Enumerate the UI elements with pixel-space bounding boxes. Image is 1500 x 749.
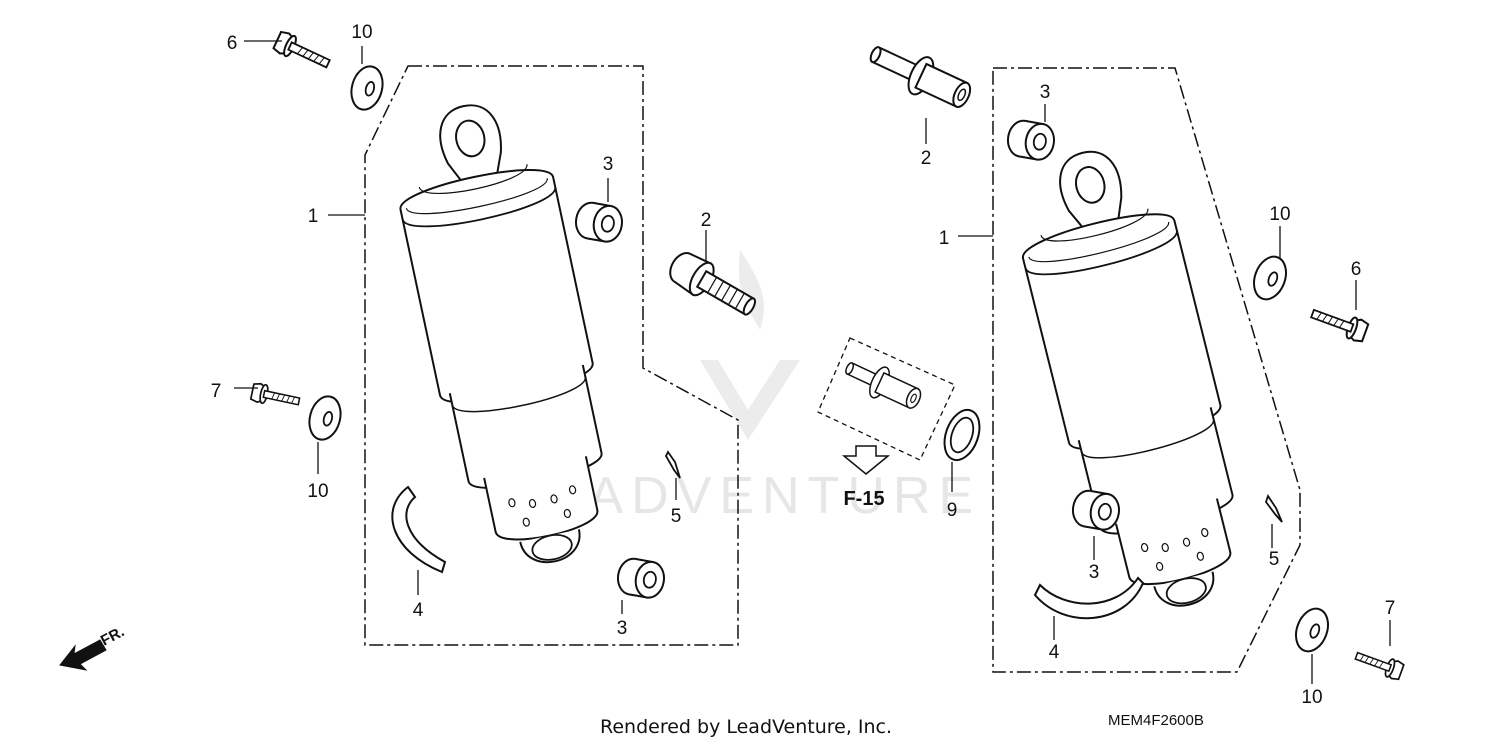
left-clip-4 [391,485,447,574]
callout-left-3-top: 3 [603,154,614,175]
left-shock-absorber [381,89,633,579]
seal-9 [943,408,981,462]
callout-right-5: 5 [1269,549,1280,570]
left-washer-bottom [303,391,347,445]
callout-left-5: 5 [671,506,682,527]
right-mount-bolt [869,46,972,108]
callout-right-1: 1 [939,228,950,249]
callout-left-4: 4 [413,600,424,621]
left-assembly: 1 6 10 3 2 7 10 5 4 3 [211,22,763,646]
reference-arrow-icon [841,445,891,475]
callout-left-7: 7 [211,381,222,402]
right-clip-5 [1264,493,1283,523]
front-indicator: FR. [59,623,127,671]
right-bolt-7 [1352,646,1406,682]
right-bolt-6 [1307,302,1370,345]
callout-right-3-bottom: 3 [1089,562,1100,583]
left-clip-5 [664,450,681,479]
right-washer-bottom [1289,603,1335,657]
callout-right-2: 2 [921,148,932,169]
left-bolt-7 [249,381,302,412]
left-bolt-6 [271,29,334,75]
callout-center-9: 9 [947,500,958,521]
front-arrow-icon [59,639,107,671]
callout-left-2: 2 [701,210,712,231]
left-bushing-top [572,199,626,245]
right-bushing-top [1004,117,1058,163]
callout-left-1: 1 [308,206,319,227]
reference-label: F-15 [843,488,884,510]
callout-right-3-top: 3 [1040,82,1051,103]
callout-left-10-bottom: 10 [307,481,328,502]
right-assembly: 1 2 3 10 6 3 5 4 7 10 [869,46,1406,708]
reference-box [817,337,956,461]
reference-bolt [845,362,922,409]
left-assembly-boundary [364,65,739,646]
callout-right-10-bottom: 10 [1301,687,1322,708]
center-group: F-15 9 [817,337,981,521]
right-clip-4 [1033,576,1145,620]
callout-right-4: 4 [1049,642,1060,663]
callout-left-6: 6 [227,33,238,54]
right-shock-absorber [1000,134,1267,625]
callout-left-10-top: 10 [351,22,372,43]
left-bushing-bottom [614,555,668,601]
right-assembly-boundary [992,67,1301,673]
callout-left-3-bottom: 3 [617,618,628,639]
callout-right-6: 6 [1351,259,1362,280]
callout-right-10-top: 10 [1269,204,1290,225]
left-washer-top [345,61,389,115]
diagram-code: MEM4F2600B [1108,712,1204,729]
render-credit: Rendered by LeadVenture, Inc. [600,716,893,738]
right-washer-top [1247,251,1293,305]
callout-right-7: 7 [1385,598,1396,619]
